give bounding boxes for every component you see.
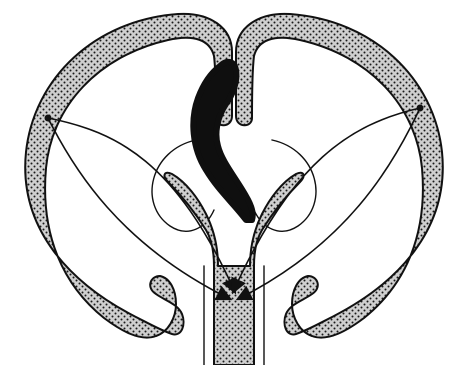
left-hemisphere-cortex bbox=[25, 14, 232, 338]
right-origin-dot bbox=[417, 105, 424, 112]
left-origin-dot bbox=[45, 115, 52, 122]
right-hemisphere-cortex bbox=[236, 14, 443, 338]
right-pathway-upper bbox=[234, 108, 420, 290]
